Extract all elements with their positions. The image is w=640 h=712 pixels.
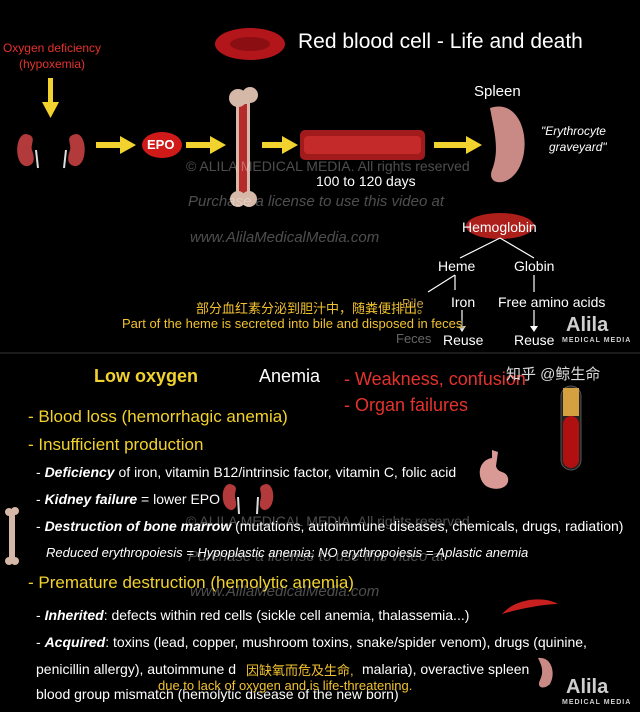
reuse-amino-label: Reuse <box>514 332 555 348</box>
inherited-term: Inherited <box>44 607 104 623</box>
arrow-right-icon <box>434 136 482 154</box>
hemoglobin-label: Hemoglobin <box>462 219 537 235</box>
inherited-item: - Inherited: defects within red cells (s… <box>36 607 470 623</box>
subtitle-chinese-bottom: 因缺氧而危及生命, <box>246 663 354 678</box>
globin-label: Globin <box>514 258 555 274</box>
watermark-url-bottom: www.AlilaMedicalMedia.com <box>190 583 380 600</box>
alila-logo: Alila <box>566 314 609 336</box>
kidneys-icon <box>222 484 274 515</box>
watermark-copyright: © ALILA MEDICAL MEDIA. All rights reserv… <box>186 158 470 174</box>
reuse-iron-label: Reuse <box>443 332 484 348</box>
page-title: Red blood cell - Life and death <box>298 30 583 53</box>
bone-icon <box>5 507 19 565</box>
down-arrow-icon <box>42 78 59 118</box>
zhihu-watermark: 知乎 @鲸生命 <box>506 366 601 383</box>
deficiency-item: - Deficiency of iron, vitamin B12/intrin… <box>36 464 457 480</box>
spleen-icon <box>490 106 525 183</box>
oxygen-deficiency-label: Oxygen deficiency <box>2 41 102 55</box>
lifespan-label: 100 to 120 days <box>316 173 416 189</box>
insufficient-production-item: - Insufficient production <box>28 435 204 454</box>
blood-loss-item: - Blood loss (hemorrhagic anemia) <box>28 407 288 426</box>
anemia-label: Anemia <box>259 366 321 386</box>
erythropoiesis-note: Reduced erythropoiesis = Hypoplastic ane… <box>46 545 529 560</box>
bone-marrow-term: Destruction of bone marrow <box>44 518 232 534</box>
epo-label: EPO <box>147 137 175 152</box>
iron-label: Iron <box>451 294 476 310</box>
watermark-copyright-bottom: © ALILA MEDICAL MEDIA. All rights reserv… <box>186 513 470 529</box>
bile-label: Bile <box>402 296 424 311</box>
subtitle-english-bottom: due to lack of oxygen and is life-threat… <box>158 678 413 693</box>
spleen-label: Spleen <box>474 83 521 100</box>
acquired-item: - Acquired: toxins (lead, copper, mushro… <box>36 634 587 650</box>
alila-logo-sub: MEDICAL MEDIA <box>562 337 632 344</box>
alila-logo-bottom: Alila <box>566 676 609 698</box>
red-blood-cell-icon <box>215 28 285 60</box>
deficiency-term: Deficiency <box>44 464 115 480</box>
blood-group-line: blood group mismatch (hemolytic disease … <box>36 686 399 702</box>
sickle-cell-icon <box>502 599 558 614</box>
arrow-right-icon <box>186 136 226 154</box>
premature-destruction-item: - Premature destruction (hemolytic anemi… <box>28 573 354 592</box>
alila-logo-sub-bottom: MEDICAL MEDIA <box>562 699 632 706</box>
kidney-failure-item: - Kidney failure = lower EPO <box>36 491 221 507</box>
kidneys-icon <box>17 134 85 169</box>
heme-label: Heme <box>438 258 476 274</box>
bone-marrow-item: - Destruction of bone marrow (mutations,… <box>36 518 624 534</box>
subtitle-english-top: Part of the heme is secreted into bile a… <box>122 316 466 331</box>
arrow-right-icon <box>96 136 136 154</box>
kidney-failure-term: Kidney failure <box>44 491 138 507</box>
penicillin-line: penicillin allergy), autoimmune d <box>36 661 236 677</box>
test-tube-icon <box>560 385 582 471</box>
hypoxemia-label: (hypoxemia) <box>18 57 86 71</box>
bone-icon <box>229 87 258 207</box>
penicillin-line-end: malaria), overactive spleen <box>362 661 530 677</box>
epo-badge-shape <box>142 132 182 158</box>
graveyard-line1: "Erythrocyte <box>541 124 606 138</box>
watermark-license-bottom: Purchase a license to use this video at <box>188 548 444 565</box>
subtitle-chinese-top: 部分血红素分泌到胆汁中，随粪便排出。 <box>196 301 431 316</box>
graveyard-line2: graveyard" <box>549 140 607 154</box>
watermark-license: Purchase a license to use this video at <box>188 193 444 210</box>
acquired-term: Acquired <box>44 634 106 650</box>
watermark-url: www.AlilaMedicalMedia.com <box>190 229 380 246</box>
arrow-right-icon <box>262 136 298 154</box>
free-amino-acids-label: Free amino acids <box>498 294 606 310</box>
feces-label: Feces <box>396 331 432 346</box>
organ-failures-label: - Organ failures <box>344 395 469 415</box>
frame-divider <box>0 352 640 354</box>
low-oxygen-label: Low oxygen <box>94 366 199 386</box>
top-diagram-graphics <box>17 78 538 332</box>
hemoglobin-blob <box>466 213 534 239</box>
stomach-icon <box>479 450 509 489</box>
weakness-label: - Weakness, confusion <box>344 369 526 389</box>
spleen-icon <box>538 657 553 688</box>
